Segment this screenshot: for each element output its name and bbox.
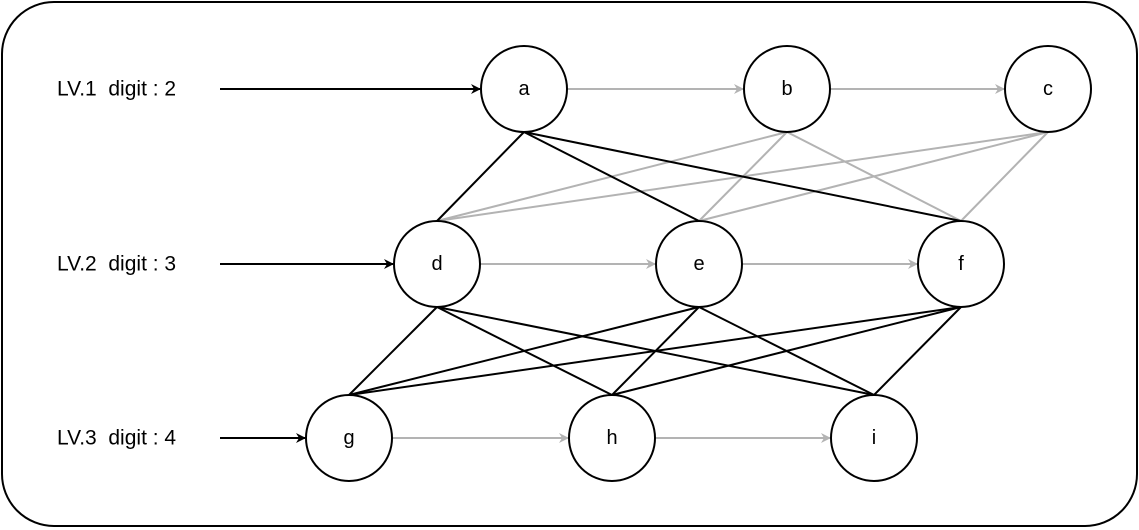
node-label-d: d — [431, 253, 442, 275]
node-label-c: c — [1043, 78, 1053, 100]
nodes: a b c d e f g h — [305, 45, 1092, 482]
level-label-lv2: LV.2 digit : 3 — [57, 253, 176, 276]
link-edge-c-e — [698, 131, 1049, 222]
level-pointers — [220, 84, 481, 443]
link-edge-f-h — [611, 306, 962, 396]
link-edge-c-f — [960, 131, 1049, 222]
node-label-b: b — [781, 78, 792, 100]
node-c: c — [1004, 45, 1092, 133]
node-h: h — [568, 394, 656, 482]
node-a: a — [480, 45, 568, 133]
node-label-i: i — [872, 427, 876, 449]
node-b: b — [743, 45, 831, 133]
link-edge-e-g — [348, 306, 700, 396]
link-edge-f-i — [873, 306, 962, 396]
node-label-a: a — [518, 78, 530, 100]
level-label-lv1: LV.1 digit : 2 — [57, 78, 176, 101]
node-label-g: g — [343, 427, 354, 449]
level-label-lv3: LV.3 digit : 4 — [57, 427, 176, 450]
node-f: f — [917, 220, 1005, 308]
link-edge-f-g — [348, 306, 962, 396]
link-edges — [348, 131, 1049, 396]
link-edge-d-g — [348, 306, 438, 396]
level-labels: LV.1 digit : 2 LV.2 digit : 3 LV.3 digit… — [57, 78, 176, 450]
node-label-h: h — [606, 427, 617, 449]
sequence-edges — [392, 84, 1005, 443]
node-i: i — [830, 394, 918, 482]
node-label-f: f — [958, 253, 964, 275]
link-edge-a-f — [523, 131, 962, 222]
link-edge-a-d — [436, 131, 525, 222]
link-edge-a-e — [523, 131, 700, 222]
node-d: d — [393, 220, 481, 308]
node-g: g — [305, 394, 393, 482]
node-label-e: e — [693, 253, 704, 275]
node-e: e — [655, 220, 743, 308]
